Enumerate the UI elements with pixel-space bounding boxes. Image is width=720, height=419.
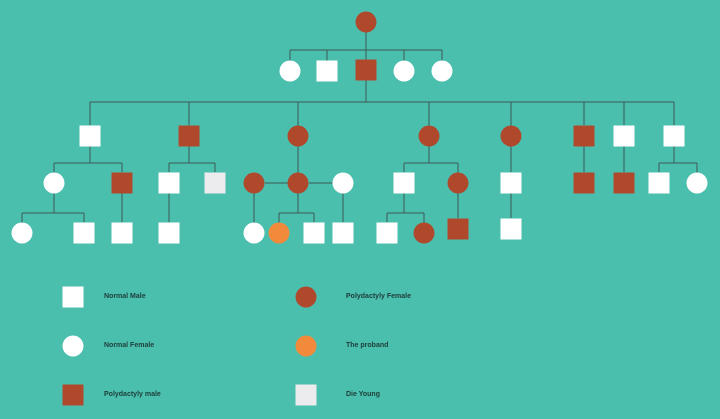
individual-normal-female <box>279 60 301 82</box>
individual-normal-female <box>332 172 354 194</box>
legend-symbol-polydactyly-female <box>295 286 317 308</box>
pedigree-individuals <box>11 11 708 244</box>
individual-polydactyly-female <box>447 172 469 194</box>
individual-polydactyly-female <box>287 125 309 147</box>
individual-normal-female <box>243 222 265 244</box>
legend-symbol-normal-female <box>62 335 84 357</box>
individual-normal-male <box>111 222 133 244</box>
individual-normal-male <box>316 60 338 82</box>
legend-label-polydactyly-male: Polydactyly male <box>104 391 161 398</box>
individual-polydactyly-female <box>355 11 377 33</box>
individual-polydactyly-female <box>500 125 522 147</box>
individual-die-young <box>204 172 226 194</box>
individual-normal-male <box>79 125 101 147</box>
individual-polydactyly-female <box>287 172 309 194</box>
individual-normal-male <box>158 172 180 194</box>
legend-label-normal-male: Normal Male <box>104 293 146 300</box>
individual-polydactyly-male <box>178 125 200 147</box>
individual-polydactyly-male <box>111 172 133 194</box>
individual-normal-male <box>303 222 325 244</box>
individual-normal-male <box>158 222 180 244</box>
individual-polydactyly-male <box>355 59 377 81</box>
individual-polydactyly-male <box>447 218 469 240</box>
individual-normal-female <box>43 172 65 194</box>
legend-symbol-die-young <box>295 384 317 406</box>
legend-label-die-young: Die Young <box>346 391 380 398</box>
individual-normal-female <box>393 60 415 82</box>
legend-symbol-polydactyly-male <box>62 384 84 406</box>
individual-normal-female <box>11 222 33 244</box>
individual-normal-female <box>686 172 708 194</box>
individual-polydactyly-female <box>418 125 440 147</box>
pedigree-connector-lines <box>21 32 698 223</box>
legend-symbols <box>62 286 317 406</box>
legend-label-polydactyly-female: Polydactyly Female <box>346 293 411 300</box>
individual-normal-female <box>431 60 453 82</box>
individual-polydactyly-male <box>573 125 595 147</box>
individual-normal-male <box>332 222 354 244</box>
individual-normal-male <box>500 172 522 194</box>
individual-polydactyly-female <box>413 222 435 244</box>
individual-normal-male <box>663 125 685 147</box>
individual-polydactyly-male <box>613 172 635 194</box>
legend-symbol-normal-male <box>62 286 84 308</box>
individual-normal-male <box>648 172 670 194</box>
individual-proband <box>268 222 290 244</box>
individual-normal-male <box>73 222 95 244</box>
individual-normal-male <box>613 125 635 147</box>
individual-normal-male <box>500 218 522 240</box>
legend-label-normal-female: Normal Female <box>104 342 155 349</box>
legend-label-proband: The proband <box>346 342 389 349</box>
individual-polydactyly-female <box>243 172 265 194</box>
legend-symbol-proband <box>295 335 317 357</box>
individual-normal-male <box>376 222 398 244</box>
individual-polydactyly-male <box>573 172 595 194</box>
individual-normal-male <box>393 172 415 194</box>
